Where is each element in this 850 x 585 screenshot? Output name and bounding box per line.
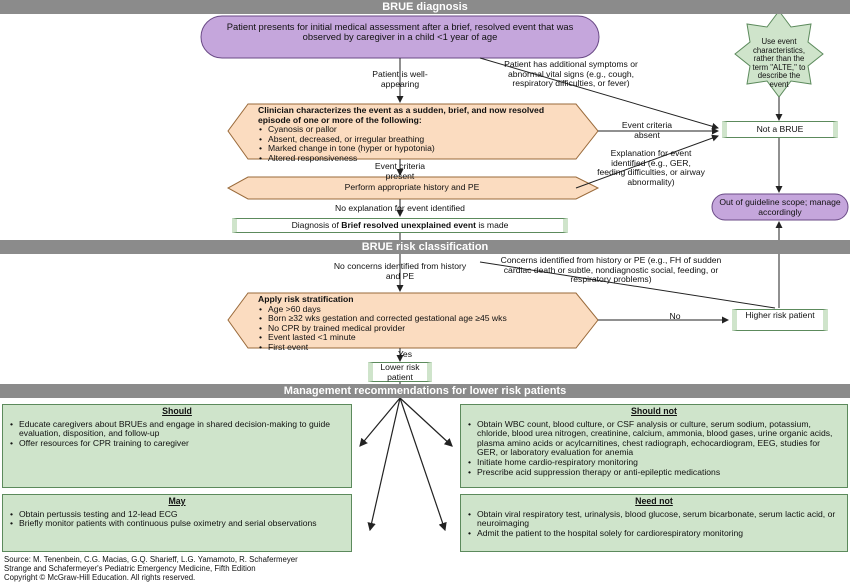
edge-criteria-absent: Event criteria absent <box>621 120 673 140</box>
star-note: Use event characteristics, rather than t… <box>752 37 806 89</box>
diagnosis-post: is made <box>475 220 509 230</box>
list-item: Marked change in tone (hyper or hypotoni… <box>259 144 576 154</box>
history-pe-node: Perform appropriate history and PE <box>344 182 480 192</box>
source-line: Source: M. Tenenbein, C.G. Macias, G.Q. … <box>4 555 298 564</box>
should-box: Should Educate caregivers about BRUEs an… <box>2 404 352 488</box>
should-not-box: Should not Obtain WBC count, blood cultu… <box>460 404 848 488</box>
diagnosis-pre: Diagnosis of <box>291 220 342 230</box>
source-line: Strange and Schafermeyer's Pediatric Eme… <box>4 563 256 573</box>
source-citation: Source: M. Tenenbein, C.G. Macias, G.Q. … <box>4 555 504 582</box>
list-item: Born ≥32 wks gestation and corrected ges… <box>259 314 576 324</box>
out-of-scope-shape <box>711 193 849 221</box>
list-item: Age >60 days <box>259 304 576 315</box>
may-box: May Obtain pertussis testing and 12-lead… <box>2 494 352 552</box>
characterize-node: Clinician characterizes the event as a s… <box>258 105 576 164</box>
list-item: Obtain WBC count, blood culture, or CSF … <box>468 419 841 458</box>
list-item: Absent, decreased, or irregular breathin… <box>259 134 576 145</box>
edge-concerns: Concerns identified from history or PE (… <box>500 255 722 285</box>
not-brue-box: Not a BRUE <box>722 121 838 138</box>
list-item: Initiate home cardio-respiratory monitor… <box>468 457 841 468</box>
need-not-title: Need not <box>635 496 673 506</box>
diagnosis-bold: Brief resolved unexplained event <box>341 220 476 230</box>
may-list: Obtain pertussis testing and 12-lead ECG… <box>9 509 345 529</box>
list-item: First event <box>259 342 576 353</box>
history-hexagon <box>226 176 600 200</box>
characterize-list: Cyanosis or pallor Absent, decreased, or… <box>258 125 576 164</box>
list-item: Event lasted <1 minute <box>259 333 576 343</box>
list-item: Obtain viral respiratory test, urinalysi… <box>468 509 841 529</box>
should-title: Should <box>162 406 192 416</box>
list-item: Prescribe acid suppression therapy or an… <box>468 467 841 478</box>
edge-no-explanation: No explanation for event identified <box>335 203 465 213</box>
need-not-box: Need not Obtain viral respiratory test, … <box>460 494 848 552</box>
list-item: Offer resources for CPR training to care… <box>10 438 345 449</box>
list-item: No CPR by trained medical provider <box>259 323 576 334</box>
lower-risk-box: Lower risk patient <box>368 362 432 382</box>
list-item: Obtain pertussis testing and 12-lead ECG <box>10 509 345 520</box>
list-item: Admit the patient to the hospital solely… <box>468 528 841 539</box>
start-node: Patient presents for initial medical ass… <box>226 21 574 43</box>
source-line: Copyright © McGraw-Hill Education. All r… <box>4 572 196 582</box>
list-item: Cyanosis or pallor <box>259 125 576 135</box>
edge-additional-symptoms: Patient has additional symptoms or abnor… <box>504 59 638 89</box>
risk-node: Apply risk stratification Age >60 days B… <box>258 294 576 353</box>
risk-list: Age >60 days Born ≥32 wks gestation and … <box>258 304 576 353</box>
edge-no-concerns: No concerns identified from history and … <box>333 261 467 281</box>
risk-title: Apply risk stratification <box>258 294 354 304</box>
list-item: Briefly monitor patients with continuous… <box>10 519 345 529</box>
list-item: Altered responsiveness <box>259 153 576 164</box>
need-not-list: Obtain viral respiratory test, urinalysi… <box>467 509 841 539</box>
out-of-scope-node: Out of guideline scope; manage according… <box>719 197 841 217</box>
may-title: May <box>168 496 186 506</box>
should-not-list: Obtain WBC count, blood culture, or CSF … <box>467 419 841 478</box>
edge-yes: Yes <box>397 349 413 359</box>
should-list: Educate caregivers about BRUEs and engag… <box>9 419 345 449</box>
characterize-title: Clinician characterizes the event as a s… <box>258 105 545 125</box>
section-risk-header: BRUE risk classification <box>0 240 850 254</box>
list-item: Educate caregivers about BRUEs and engag… <box>10 419 345 439</box>
should-not-title: Should not <box>631 406 677 416</box>
section-diagnosis-header: BRUE diagnosis <box>0 0 850 14</box>
section-management-header: Management recommendations for lower ris… <box>0 384 850 398</box>
edge-criteria-present: Event criteria present <box>374 161 426 181</box>
edge-well-appearing: Patient is well-appearing <box>372 69 428 89</box>
diagnosis-box: Diagnosis of Brief resolved unexplained … <box>232 218 568 233</box>
edge-explanation-identified: Explanation for event identified (e.g., … <box>597 148 705 187</box>
edge-no: No <box>669 311 681 321</box>
higher-risk-box: Higher risk patient <box>732 309 828 331</box>
